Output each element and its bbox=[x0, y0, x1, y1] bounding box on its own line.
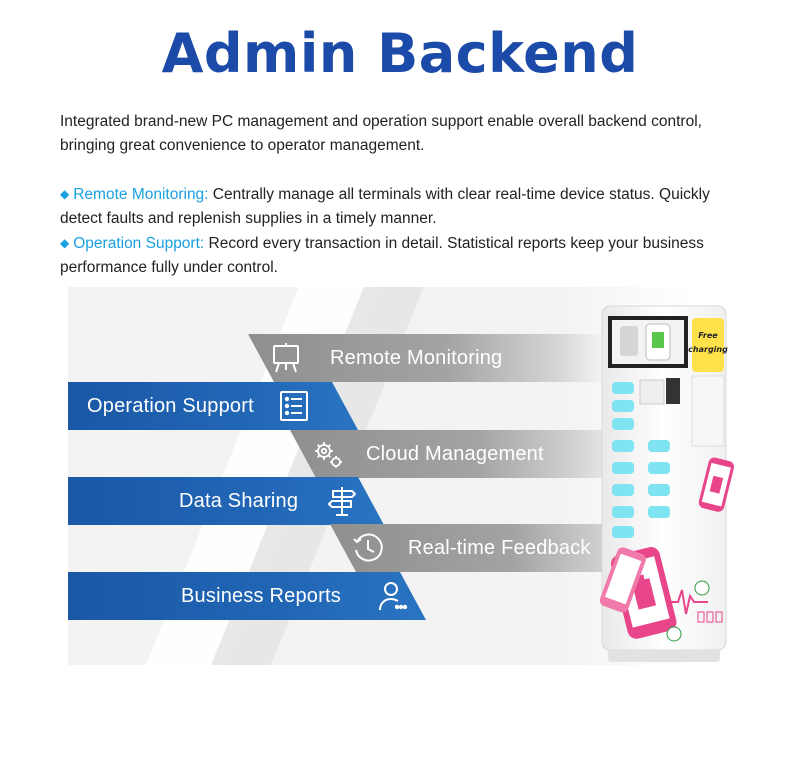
band-data-sharing: Data Sharing bbox=[68, 477, 384, 525]
intro-paragraph: Integrated brand-new PC management and o… bbox=[60, 113, 702, 154]
band-label: Operation Support bbox=[87, 394, 254, 417]
feature-bullets: ◆Remote Monitoring: Centrally manage all… bbox=[60, 182, 750, 280]
bullet-remote-monitoring: ◆Remote Monitoring: Centrally manage all… bbox=[60, 182, 750, 231]
bullet-lead: Operation Support: bbox=[73, 235, 205, 252]
clock-icon bbox=[350, 530, 386, 566]
band-cloud-management: Cloud Management bbox=[290, 430, 630, 478]
band-label: Cloud Management bbox=[366, 442, 544, 465]
band-remote-monitoring: Remote Monitoring bbox=[248, 334, 608, 382]
kiosk-sign-line1: Free bbox=[698, 331, 718, 340]
whiteboard-icon bbox=[268, 340, 304, 376]
band-label: Remote Monitoring bbox=[330, 346, 503, 369]
gears-icon bbox=[310, 436, 346, 472]
band-business-reports: Business Reports bbox=[68, 572, 426, 620]
band-label: Data Sharing bbox=[179, 489, 299, 512]
page-title: Admin Backend bbox=[161, 22, 639, 85]
bullet-text: Record every transaction in detail. Stat… bbox=[60, 235, 704, 276]
diamond-bullet-icon: ◆ bbox=[60, 236, 70, 250]
free-charging-sign: Free charging bbox=[688, 318, 728, 372]
band-label: Business Reports bbox=[181, 584, 341, 607]
kiosk-sign-line2: charging bbox=[688, 345, 728, 354]
band-label: Real-time Feedback bbox=[408, 536, 591, 559]
bullet-lead: Remote Monitoring: bbox=[73, 186, 209, 203]
user-report-icon bbox=[375, 578, 411, 614]
bullet-text: Centrally manage all terminals with clea… bbox=[60, 186, 710, 227]
band-operation-support: Operation Support bbox=[68, 382, 358, 430]
diamond-bullet-icon: ◆ bbox=[60, 187, 70, 201]
list-icon bbox=[276, 388, 312, 424]
bullet-operation-support: ◆Operation Support: Record every transac… bbox=[60, 231, 750, 280]
charging-kiosk-image: Free charging bbox=[598, 300, 738, 668]
signpost-icon bbox=[324, 483, 360, 519]
